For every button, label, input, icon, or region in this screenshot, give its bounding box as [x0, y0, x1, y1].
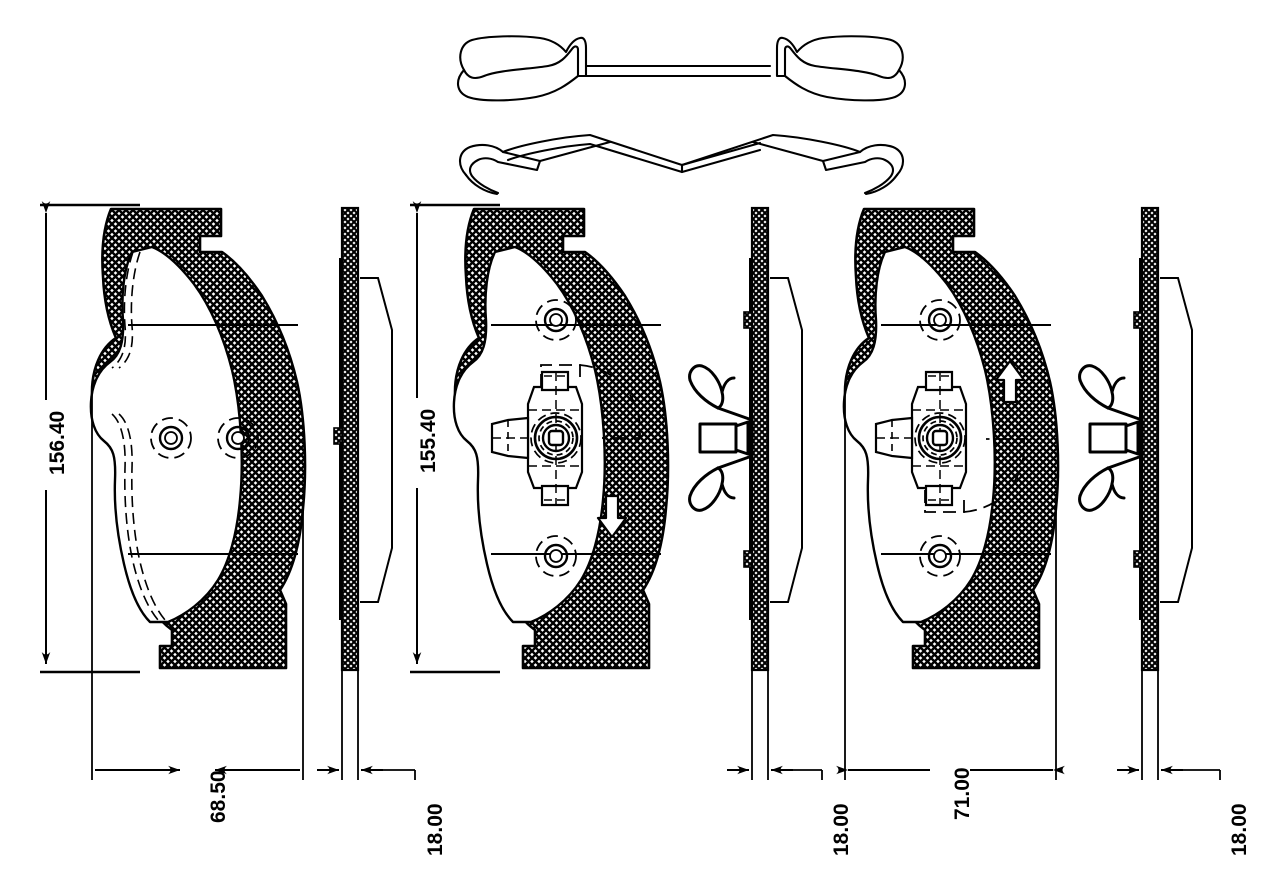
dimension-label-156-40: 156.40: [46, 410, 69, 475]
dimension-line-18-00-right: [1117, 765, 1221, 780]
brake-pad-middle-front-view: [452, 207, 670, 670]
dimension-label-18-00-right: 18.00: [1228, 803, 1251, 856]
dimension-line-156-40: [40, 201, 140, 674]
rivet-hole-upper: [150, 417, 192, 459]
brake-pad-middle-side-view: [688, 206, 803, 672]
rivet-hole-lower: [919, 535, 961, 577]
brake-pad-left-front-view: [89, 207, 307, 670]
spring-clip-upper: [457, 35, 906, 102]
wear-sensor-assembly: [490, 370, 584, 507]
dimension-line-155-40: [410, 201, 500, 674]
spring-clip-lower: [459, 133, 904, 196]
dimension-label-68-50: 68.50: [207, 770, 230, 823]
brake-pad-right-front-view: [842, 207, 1060, 670]
spring-clip-side-view: [1078, 364, 1144, 512]
dimension-label-18-00-middle: 18.00: [830, 803, 853, 856]
rivet-hole-lower: [217, 417, 259, 459]
spring-clip-side-view: [688, 364, 754, 512]
direction-arrow-down-icon: [596, 494, 628, 539]
direction-arrow-up-icon: [994, 359, 1026, 404]
rivet-hole-upper: [919, 299, 961, 341]
dimension-label-71-00: 71.00: [951, 767, 974, 820]
brake-pad-left-side-view: [333, 206, 393, 672]
wear-sensor-assembly: [874, 370, 968, 507]
dimension-label-18-00-left: 18.00: [424, 803, 447, 856]
dimension-lines-layer: [40, 201, 1221, 780]
dimension-label-155-40: 155.40: [417, 408, 440, 473]
dimension-line-18-00-middle: [727, 765, 823, 780]
rivet-hole-upper: [535, 299, 577, 341]
brake-pad-right-side-view: [1078, 206, 1193, 672]
rivet-hole-lower: [535, 535, 577, 577]
